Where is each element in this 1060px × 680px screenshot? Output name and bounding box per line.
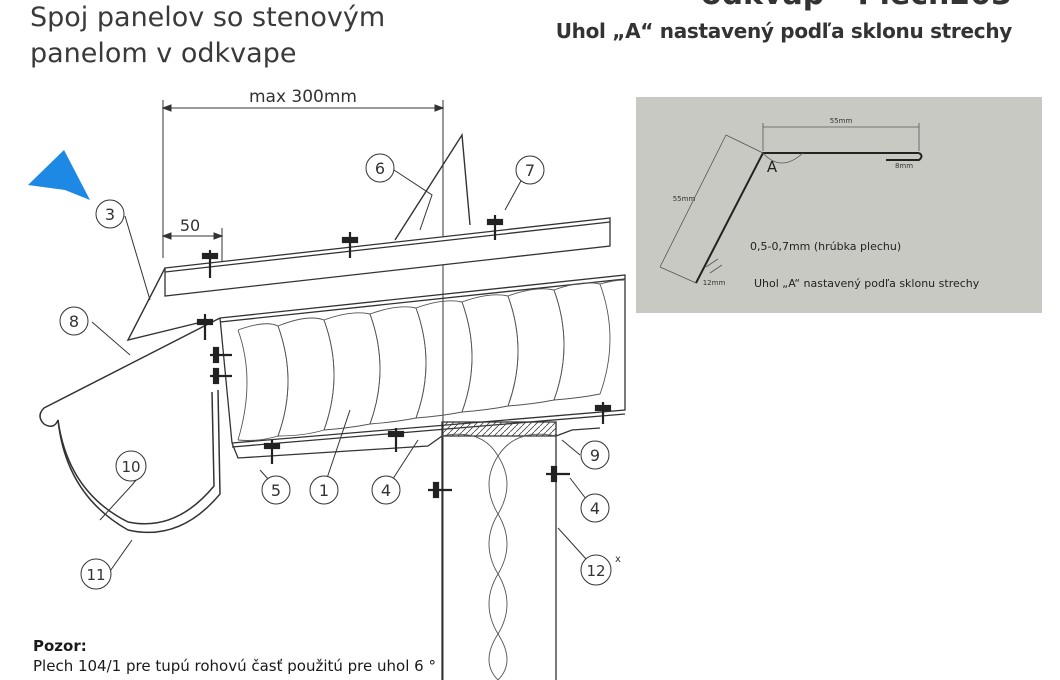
callout-8: 8 [59, 306, 89, 336]
page-title: Spoj panelov so stenovým panelom v odkva… [30, 2, 386, 69]
pointer-arrow-icon [28, 150, 90, 200]
callout-9: 9 [580, 440, 610, 470]
inset-angle-note: Uhol „A“ nastavený podľa sklonu strechy [754, 277, 980, 290]
roof-panel [164, 217, 626, 448]
warning-note: Pozor: Plech 104/1 pre tupú rohovú časť … [33, 636, 593, 676]
callout-11: 11 [80, 558, 112, 590]
svg-text:4: 4 [590, 499, 600, 518]
inset-angle-label: A [767, 158, 778, 176]
angle-subheading: Uhol „A“ nastavený podľa sklonu strechy [555, 19, 1013, 43]
callout-5: 5 [261, 475, 291, 505]
dimension-max-300 [161, 100, 445, 680]
callout-3: 3 [95, 199, 125, 229]
callout-12: 12 x [580, 554, 621, 586]
inset-dim-top: 55mm [830, 117, 853, 125]
dimension-50-label: 50 [180, 216, 200, 235]
svg-text:11: 11 [86, 566, 105, 584]
inset-thickness: 0,5-0,7mm (hrúbka plechu) [750, 240, 901, 253]
roof-insulation [237, 279, 625, 441]
product-heading: odkvap - Plech203 [701, 0, 1012, 12]
svg-text:4: 4 [381, 481, 391, 500]
dimension-max-label: max 300mm [249, 87, 357, 107]
svg-text:x: x [615, 554, 621, 565]
wall-panel [231, 421, 601, 680]
svg-text:5: 5 [271, 481, 281, 500]
callout-1: 1 [309, 475, 339, 505]
svg-text:3: 3 [105, 205, 115, 224]
note-text: Plech 104/1 pre tupú rohovú časť použitú… [33, 657, 436, 675]
inset-dim-side: 55mm [673, 195, 696, 203]
gutter [39, 317, 221, 534]
svg-text:12: 12 [586, 562, 605, 580]
fasteners [196, 215, 612, 499]
svg-text:10: 10 [121, 458, 140, 476]
eave-flashing [126, 132, 471, 342]
dimension-50 [161, 228, 224, 266]
flashing-profile-inset: 55mm 55mm 8mm 12mm A 0,5-0,7mm (hrúbka p… [636, 97, 1042, 313]
svg-text:8: 8 [69, 312, 79, 331]
svg-text:7: 7 [525, 161, 535, 180]
svg-text:9: 9 [590, 446, 600, 465]
callout-4-wall: 4 [580, 493, 610, 523]
callout-7: 7 [515, 155, 545, 185]
flashing-profile-drawing: 55mm 55mm 8mm 12mm A 0,5-0,7mm (hrúbka p… [659, 117, 980, 290]
callout-4-roof: 4 [371, 475, 401, 505]
svg-text:1: 1 [319, 481, 329, 500]
inset-dim-bottom: 12mm [703, 279, 726, 287]
callout-10: 10 [115, 450, 147, 482]
inset-dim-hem: 8mm [895, 162, 913, 170]
svg-text:6: 6 [375, 159, 385, 178]
callout-6: 6 [365, 153, 395, 183]
note-heading: Pozor: [33, 637, 87, 655]
